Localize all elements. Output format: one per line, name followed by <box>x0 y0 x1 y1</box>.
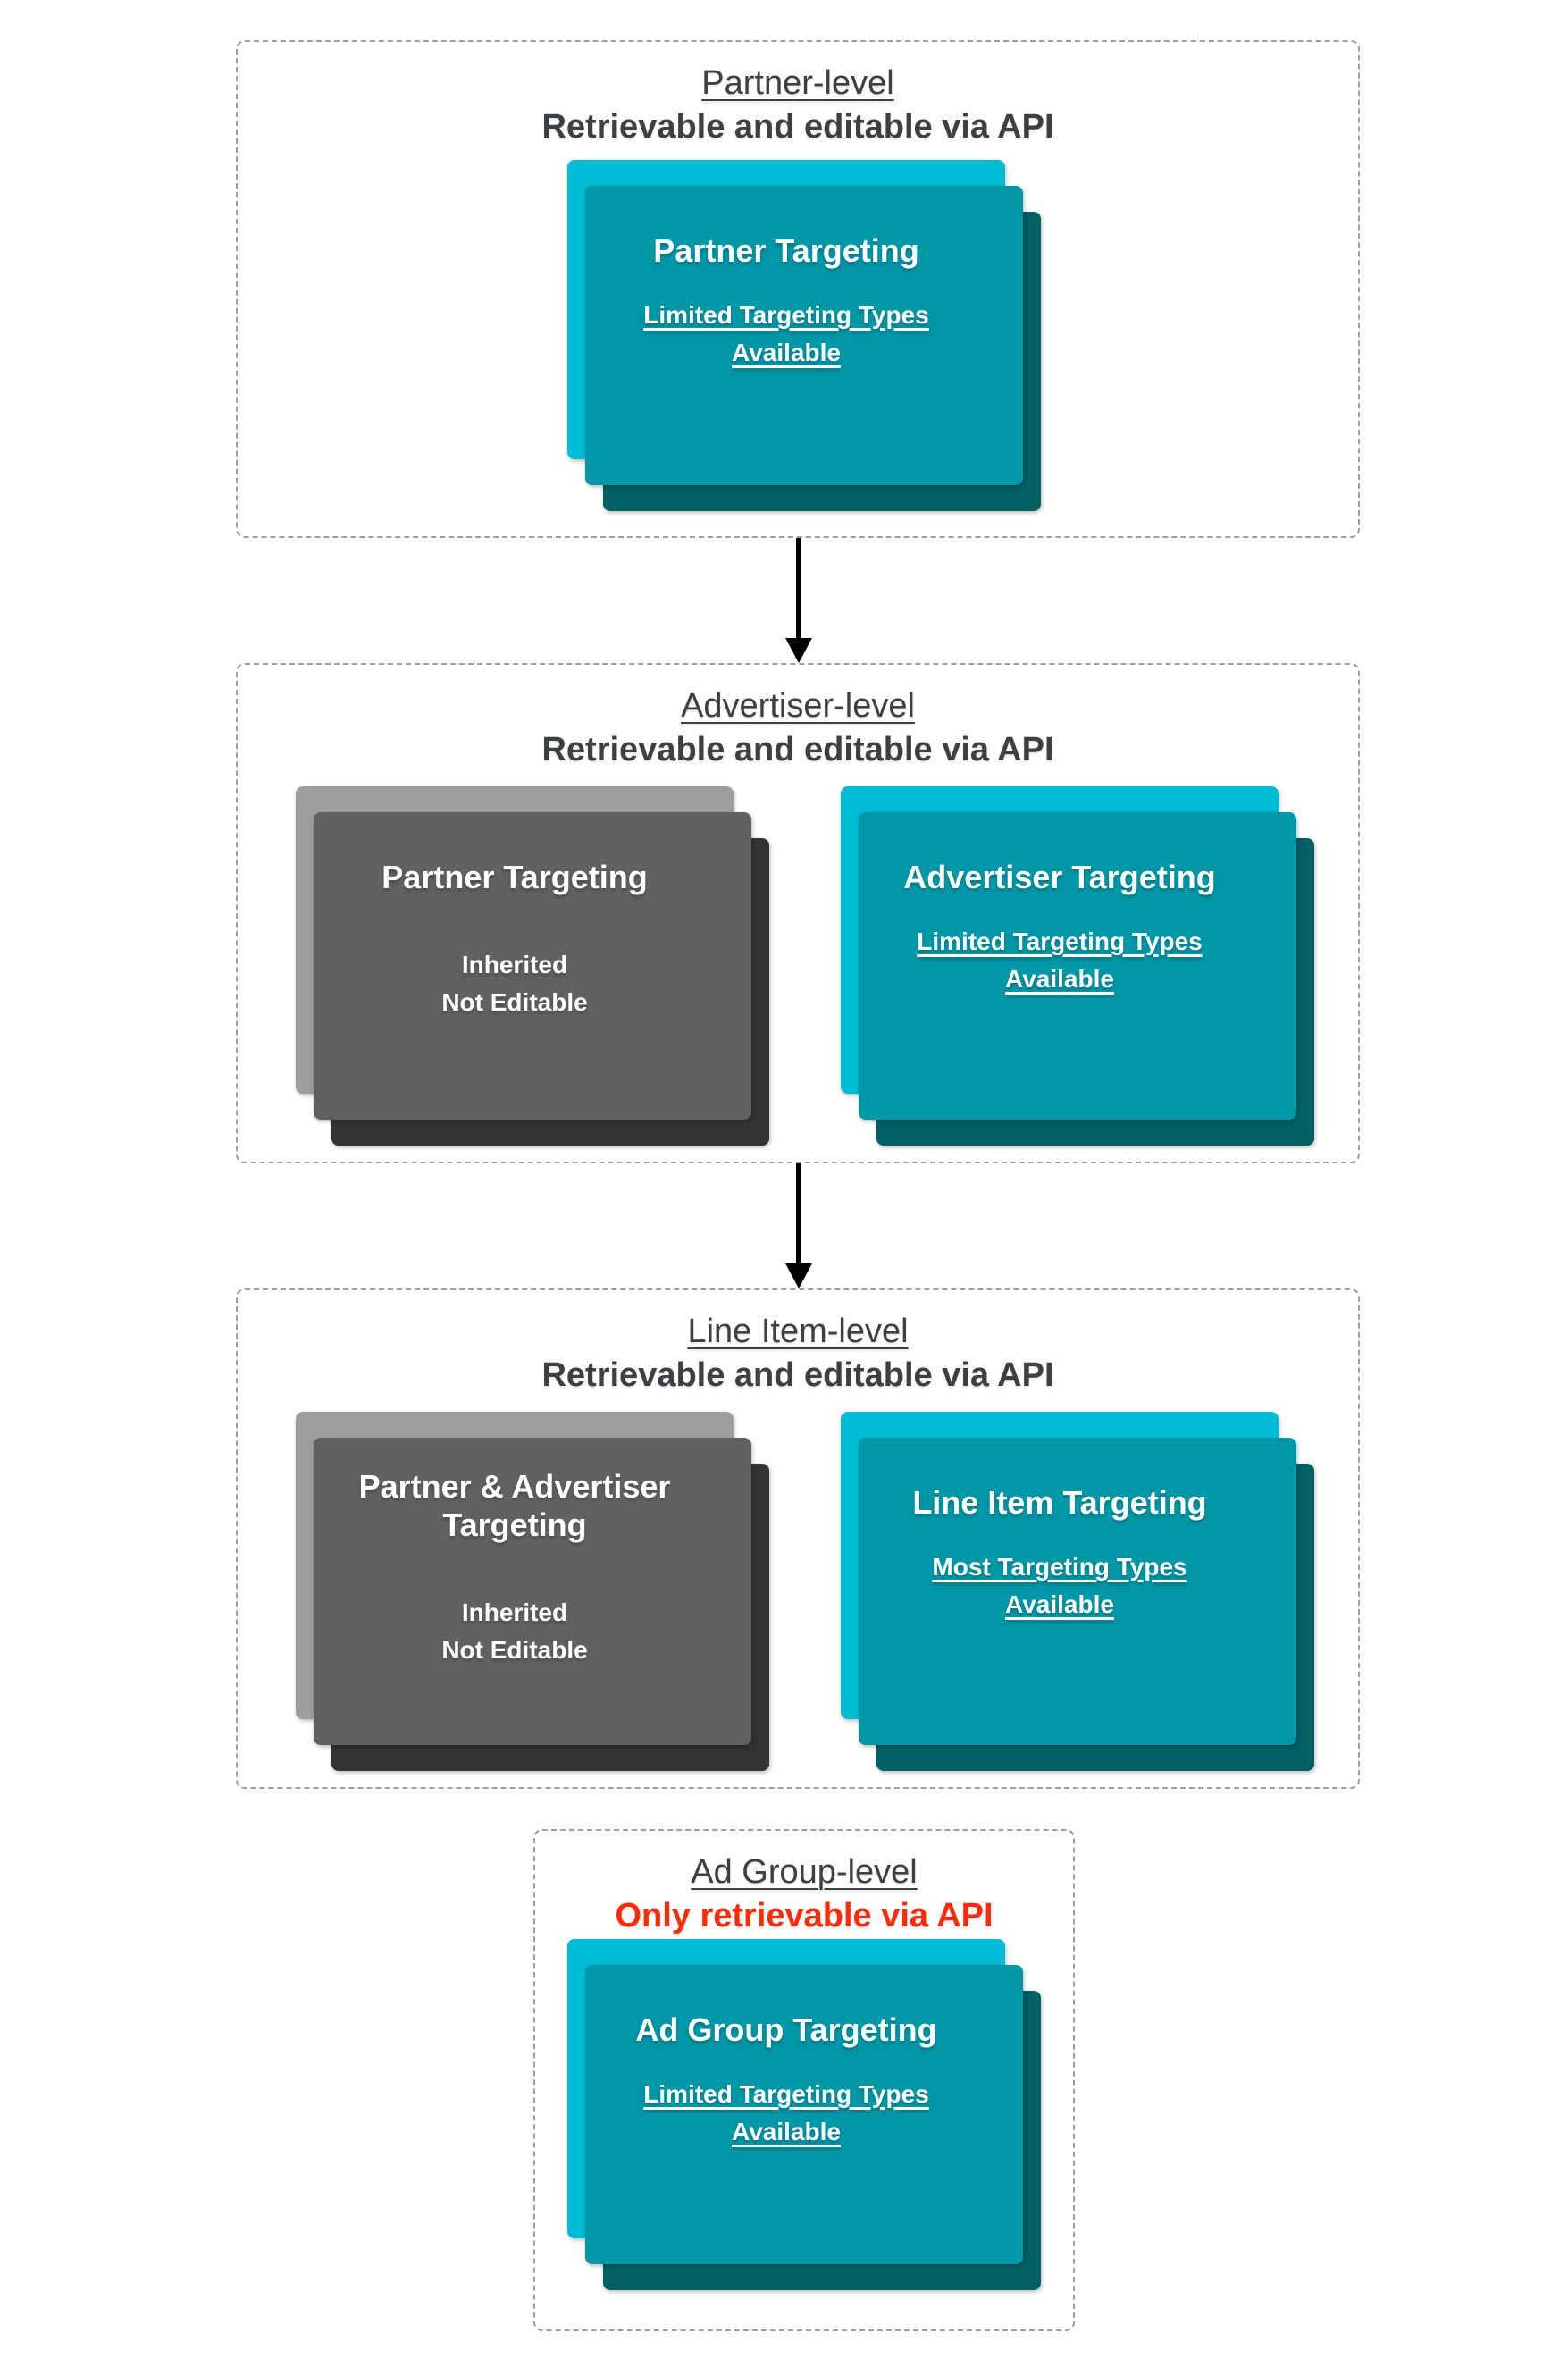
card-title: Partner Targeting <box>653 232 919 269</box>
card-subtitle-line: Available <box>732 339 841 367</box>
section-subtitle: Retrievable and editable via API <box>541 1356 1054 1394</box>
section-header: Ad Group-level Only retrievable via API <box>535 1831 1073 1937</box>
card-title: Line Item Targeting <box>912 1484 1207 1521</box>
card-advertiser-targeting: Advertiser Targeting Limited Targeting T… <box>841 786 1314 1146</box>
card-content: Line Item Targeting Most Targeting Types… <box>841 1412 1279 1624</box>
card-ad-group-targeting: Ad Group Targeting Limited Targeting Typ… <box>567 1939 1041 2290</box>
card-subtitle-line: Limited Targeting Types <box>643 2080 929 2109</box>
section-title: Advertiser-level <box>681 687 915 725</box>
section-header: Partner-level Retrievable and editable v… <box>238 42 1358 148</box>
card-subtitle-line: Most Targeting Types <box>932 1553 1187 1582</box>
flow-arrow-down-icon <box>785 1163 812 1288</box>
card-content: Partner Targeting Inherited Not Editable <box>296 786 734 1021</box>
card-subtitle-line: Inherited <box>461 1599 568 1627</box>
card-partner-targeting: Partner Targeting Limited Targeting Type… <box>567 160 1041 511</box>
card-partner-advertiser-targeting-inherited: Partner & Advertiser Targeting Inherited… <box>296 1412 769 1771</box>
card-content: Ad Group Targeting Limited Targeting Typ… <box>567 1939 1005 2151</box>
card-subtitle-line: Not Editable <box>441 1636 588 1665</box>
card-title: Ad Group Targeting <box>635 2011 937 2048</box>
card-subtitle-line: Limited Targeting Types <box>643 301 929 330</box>
card-subtitle: Limited Targeting Types Available <box>862 923 1257 998</box>
card-line-item-targeting: Line Item Targeting Most Targeting Types… <box>841 1412 1314 1771</box>
card-title: Partner Targeting <box>382 859 648 895</box>
card-subtitle-line: Available <box>1005 965 1114 994</box>
arrow-shaft <box>796 1163 801 1263</box>
arrow-head <box>785 1263 812 1288</box>
section-header: Line Item-level Retrievable and editable… <box>238 1290 1358 1397</box>
card-subtitle: Limited Targeting Types Available <box>589 2076 984 2151</box>
card-content: Partner & Advertiser Targeting Inherited… <box>296 1412 734 1669</box>
card-title: Advertiser Targeting <box>903 859 1216 895</box>
card-subtitle-line: Not Editable <box>441 988 588 1017</box>
flow-arrow-down-icon <box>785 538 812 663</box>
section-title: Ad Group-level <box>691 1853 918 1891</box>
card-subtitle: Limited Targeting Types Available <box>589 297 984 372</box>
section-subtitle: Only retrievable via API <box>615 1896 994 1935</box>
card-title: Partner & Advertiser Targeting <box>358 1468 671 1544</box>
card-subtitle-line: Available <box>732 2118 841 2146</box>
card-content: Partner Targeting Limited Targeting Type… <box>567 160 1005 372</box>
section-header: Advertiser-level Retrievable and editabl… <box>238 665 1358 771</box>
card-content: Advertiser Targeting Limited Targeting T… <box>841 786 1279 998</box>
card-subtitle-line: Available <box>1005 1591 1114 1619</box>
card-subtitle: Most Targeting Types Available <box>862 1549 1257 1624</box>
section-subtitle: Retrievable and editable via API <box>541 730 1054 768</box>
card-subtitle-line: Limited Targeting Types <box>917 927 1203 956</box>
section-subtitle: Retrievable and editable via API <box>541 107 1054 146</box>
card-subtitle: Inherited Not Editable <box>317 946 712 1021</box>
arrow-head <box>785 638 812 663</box>
arrow-shaft <box>796 538 801 638</box>
card-subtitle-line: Inherited <box>461 951 568 979</box>
section-title: Line Item-level <box>687 1313 909 1350</box>
section-title: Partner-level <box>701 64 894 102</box>
card-partner-targeting-inherited: Partner Targeting Inherited Not Editable <box>296 786 769 1146</box>
card-subtitle: Inherited Not Editable <box>317 1594 712 1669</box>
